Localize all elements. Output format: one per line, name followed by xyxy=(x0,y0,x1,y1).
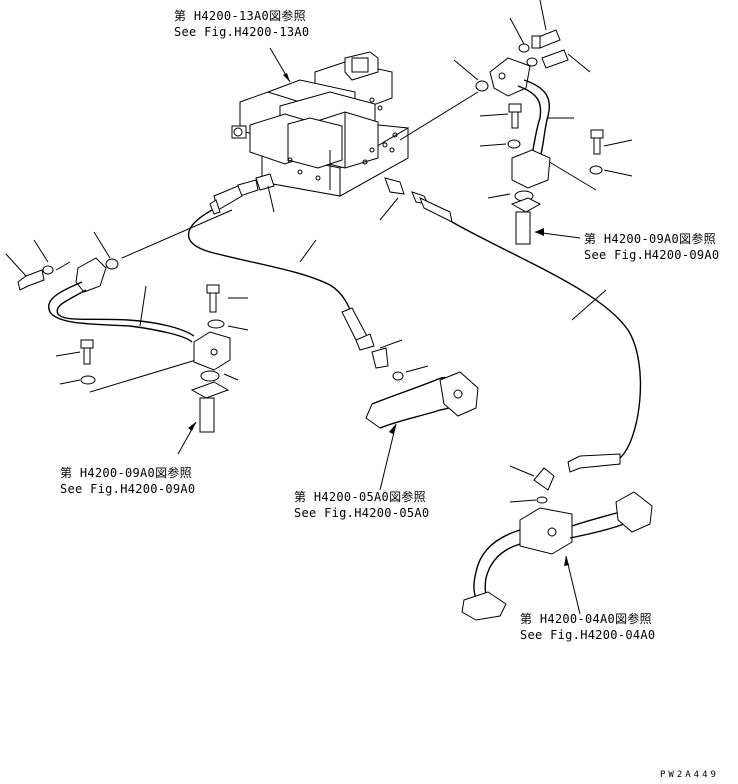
ref-04A0-jp: 第 H4200-04A0図参照 xyxy=(520,612,652,626)
ref-label-13A0: 第 H4200-13A0図参照 See Fig.H4200-13A0 xyxy=(174,8,309,40)
ref-label-09A0-right: 第 H4200-09A0図参照 See Fig.H4200-09A0 xyxy=(584,231,719,263)
ref-label-04A0: 第 H4200-04A0図参照 See Fig.H4200-04A0 xyxy=(520,611,655,643)
ref-09A0-right-en: See Fig.H4200-09A0 xyxy=(584,248,720,262)
right-pipe-assembly xyxy=(453,0,633,245)
middle-elbow-assembly xyxy=(341,307,479,491)
ref-09A0-right-jp: 第 H4200-09A0図参照 xyxy=(584,232,716,246)
left-pipe-assembly xyxy=(5,231,249,455)
lower-right-pipe-assembly xyxy=(461,453,653,621)
ref-04A0-en: See Fig.H4200-04A0 xyxy=(520,628,656,642)
ref-13A0-en: See Fig.H4200-13A0 xyxy=(174,25,310,39)
fitting-left xyxy=(209,173,275,215)
control-valve-assembly xyxy=(231,51,409,197)
drawing-code: PW2A449 xyxy=(660,770,719,780)
ref-13A0-jp: 第 H4200-13A0図参照 xyxy=(174,9,306,23)
ref-05A0-jp: 第 H4200-05A0図参照 xyxy=(294,490,426,504)
ref-09A0-left-en: See Fig.H4200-09A0 xyxy=(60,482,196,496)
ref-label-09A0-left: 第 H4200-09A0図参照 See Fig.H4200-09A0 xyxy=(60,465,195,497)
ref-label-05A0: 第 H4200-05A0図参照 See Fig.H4200-05A0 xyxy=(294,489,429,521)
hose-lines xyxy=(187,209,642,459)
ref-09A0-left-jp: 第 H4200-09A0図参照 xyxy=(60,466,192,480)
fitting-right xyxy=(379,177,453,223)
ref-05A0-en: See Fig.H4200-05A0 xyxy=(294,506,430,520)
